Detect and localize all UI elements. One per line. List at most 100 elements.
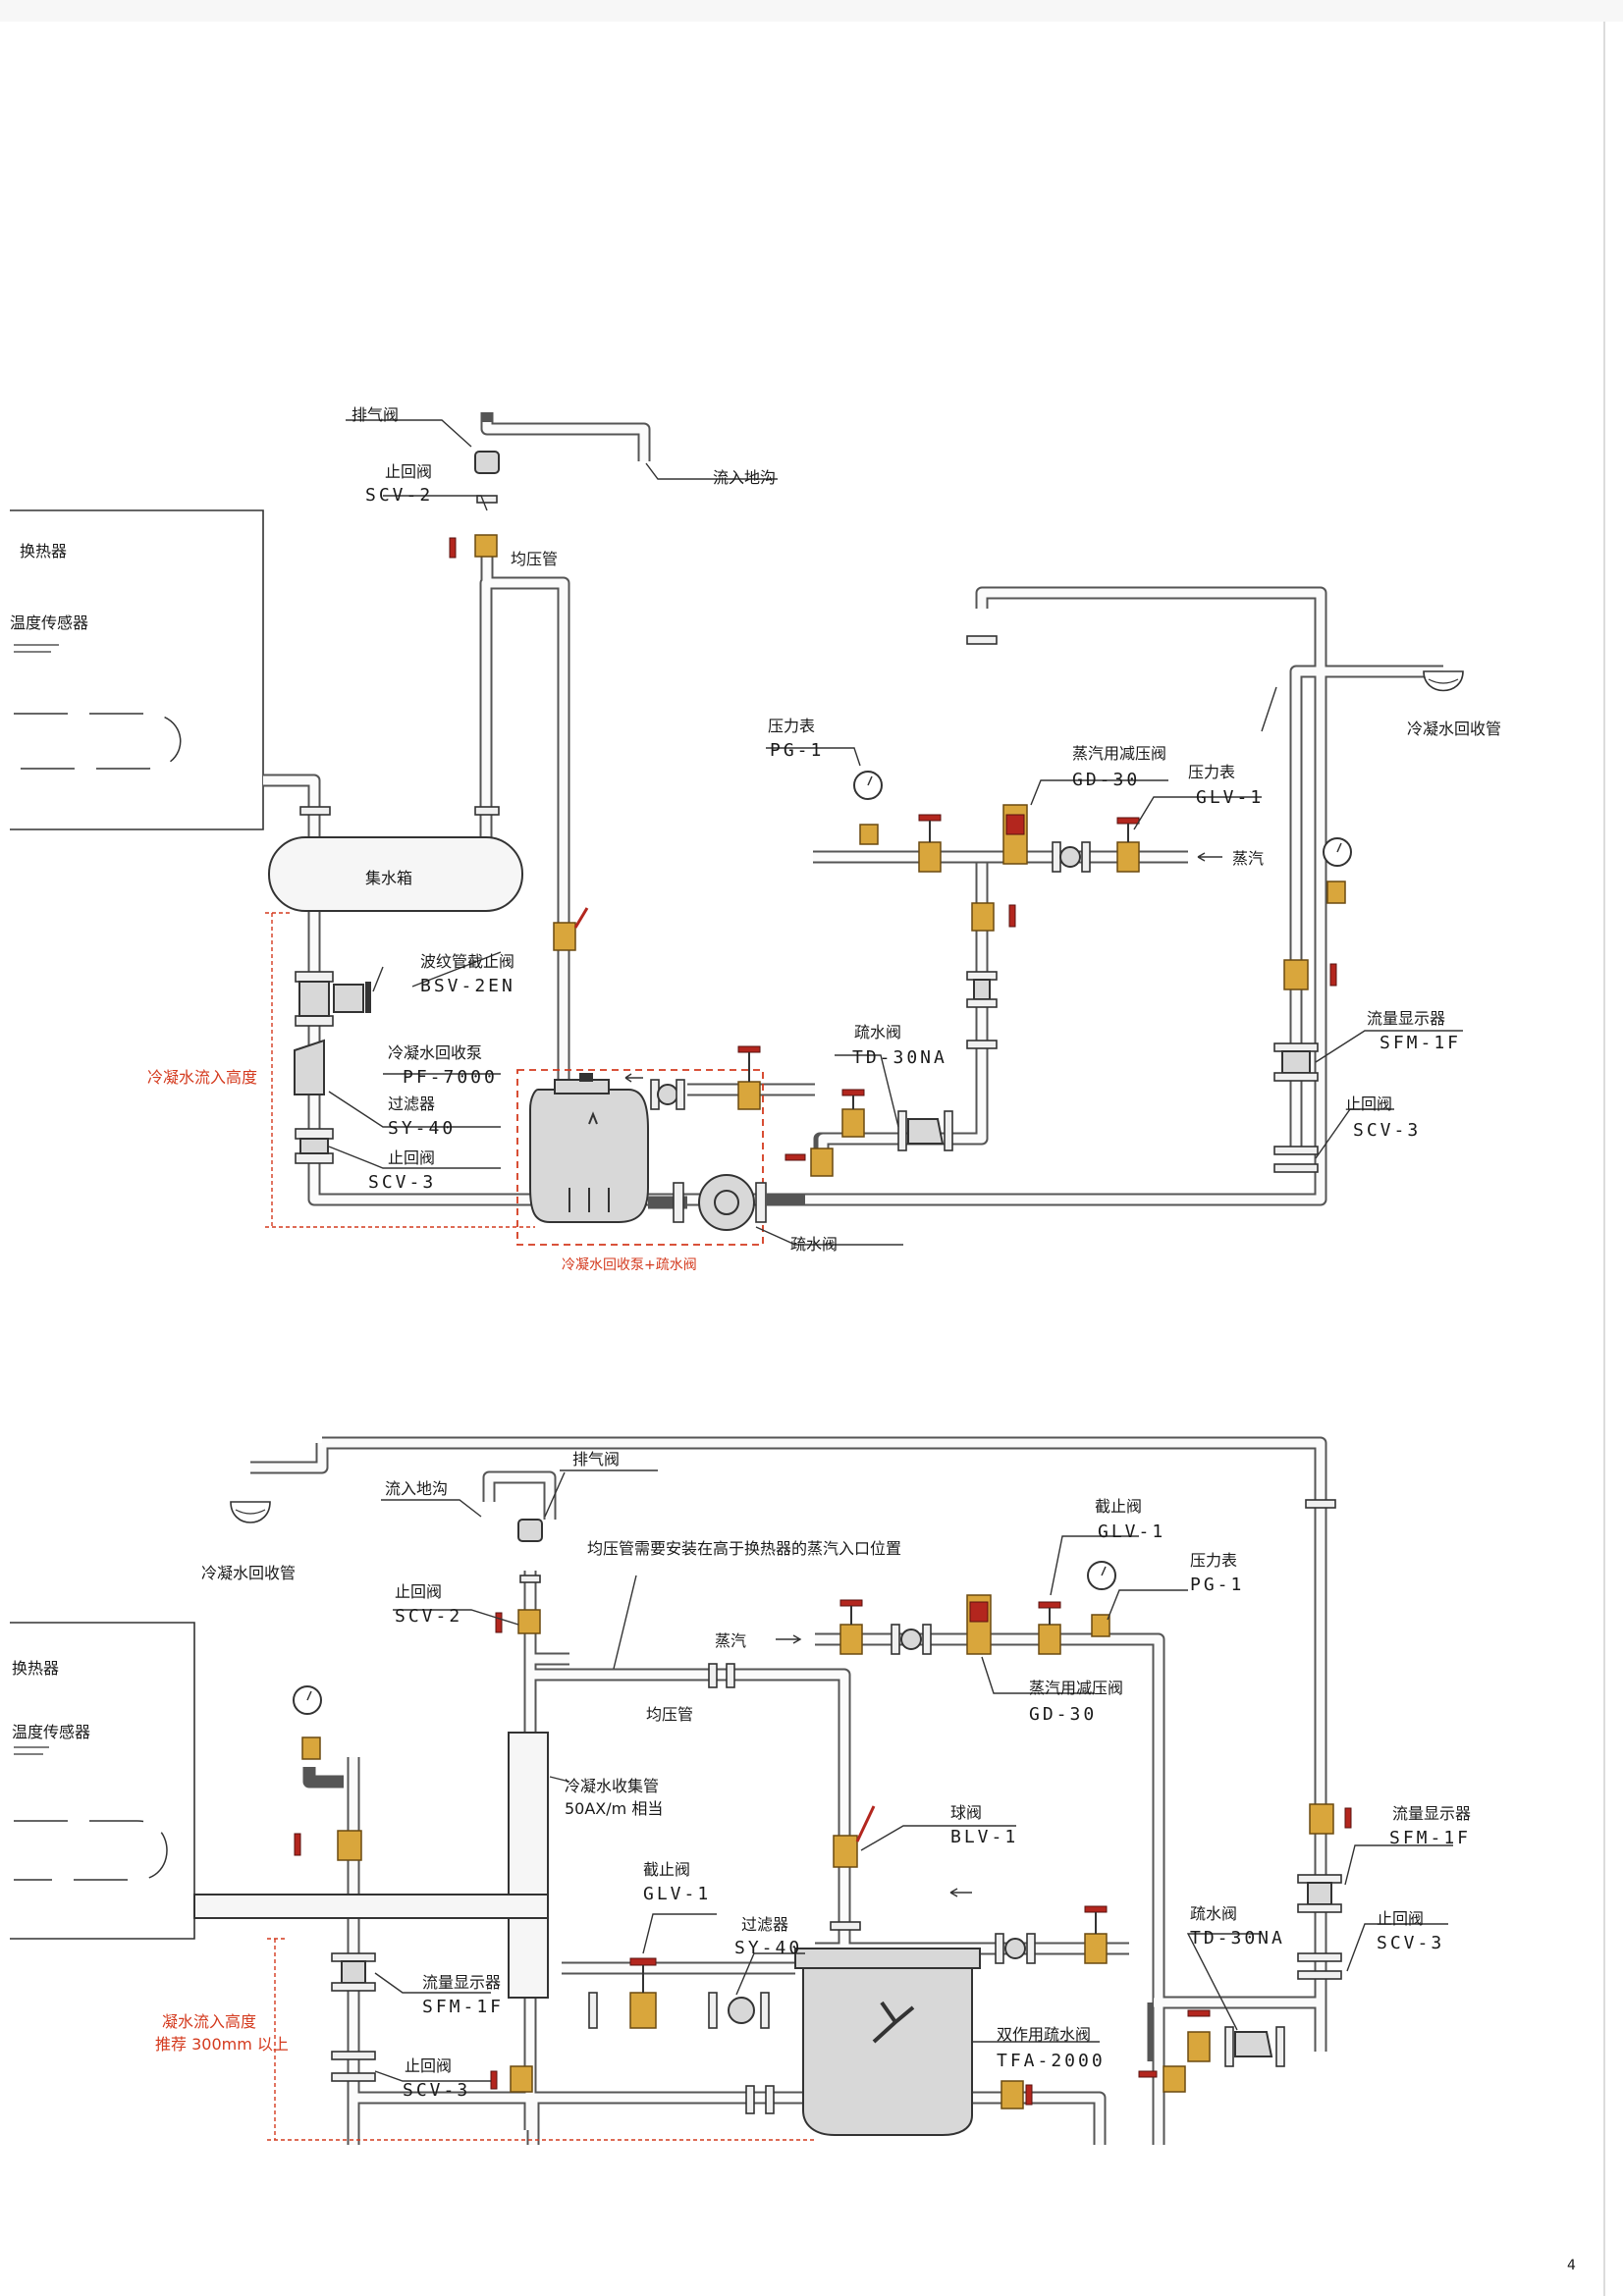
code-reducing-valve: GD-30: [1072, 770, 1140, 790]
pump-inlet-valve: [737, 1081, 761, 1110]
label-pressure-gauge: 压力表: [768, 717, 815, 735]
outlet-header: [193, 1894, 549, 1919]
code-check-valve-a: SCV-2: [395, 1606, 462, 1627]
flow-arrow: [949, 1888, 972, 1897]
label-check-valve-a: 止回阀: [385, 462, 432, 481]
ball-valve-blv1: [833, 1835, 858, 1868]
steam-arrow: [776, 1634, 802, 1644]
flange: [673, 1182, 684, 1223]
label-equalizing-pipe: 均压管: [646, 1705, 693, 1724]
globe-valve-glv1: [1116, 841, 1140, 873]
trap-inlet-valve: [1084, 1933, 1108, 1964]
label-collector: 集水箱: [365, 869, 412, 887]
label-condensate-return: 冷凝水回收管: [201, 1564, 296, 1582]
label-ball-valve: 球阀: [950, 1803, 982, 1822]
stop-valve-glv1: [629, 1992, 657, 2029]
check-valve-scv2: [474, 534, 498, 558]
left-globe-valve: [337, 1830, 362, 1861]
label-pressure-gauge: 压力表: [1190, 1551, 1237, 1570]
label-inflow-height-2: 推荐 300mm 以上: [155, 2035, 289, 2054]
gauge-cock: [301, 1736, 321, 1760]
flange: [755, 1182, 767, 1223]
code-check-valve-b: SCV-3: [403, 2080, 470, 2101]
label-temp-sensor: 温度传感器: [10, 614, 88, 632]
code-pressure-gauge: PG-1: [1190, 1575, 1244, 1595]
handwheel: [784, 1153, 806, 1161]
top-leaders: [328, 419, 1463, 1246]
vent-valve: [449, 451, 500, 559]
label-equalizing-note: 均压管需要安装在高于换热器的蒸汽入口位置: [587, 1539, 901, 1558]
code-pressure-gauge: PG-1: [770, 740, 824, 761]
label-exhaust-valve: 排气阀: [572, 1450, 620, 1468]
outlet-drain-valve: [1001, 2080, 1024, 2109]
bottom-diagram: 排气阀 流入地沟 冷凝水回收管 均压管需要安装在高于换热器的蒸汽入口位置 止回阀…: [10, 1436, 1471, 2145]
strainer-sy40: [728, 1997, 755, 2024]
code-stop-valve-top: GLV-1: [1098, 1522, 1165, 1542]
label-bellows-valve: 波纹管截止阀: [420, 952, 514, 971]
flange: [474, 806, 500, 816]
pump-pf7000: [529, 1089, 649, 1223]
label-inflow-height: 冷凝水流入高度: [147, 1068, 257, 1087]
vent-valve: [517, 1519, 543, 1542]
check-valve-scv2: [517, 1609, 541, 1634]
flange: [295, 1152, 334, 1164]
flange: [295, 971, 334, 983]
trap-td30na: [1234, 2031, 1273, 2057]
code-flow-indicator-right: SFM-1F: [1389, 1828, 1471, 1848]
gauge-cock: [859, 824, 879, 845]
dual-trap-lid: [794, 1948, 981, 1969]
label-heat-exchanger: 换热器: [12, 1659, 59, 1678]
label-trap: 疏水阀: [1190, 1904, 1237, 1923]
label-check-valve-right: 止回阀: [1377, 1909, 1424, 1928]
page-number: 4: [1567, 2258, 1576, 2273]
label-strainer: 过滤器: [388, 1095, 435, 1113]
label-inflow-height-1: 凝水流入高度: [162, 2012, 256, 2031]
code-bellows-valve: BSV-2EN: [420, 976, 515, 996]
handwheel: [1008, 904, 1016, 928]
label-steam: 蒸汽: [1232, 849, 1264, 868]
pump-top-cap: [554, 1079, 610, 1095]
code-flow-indicator: SFM-1F: [1380, 1033, 1461, 1053]
handwheel: [841, 1089, 865, 1096]
heat-exchanger-box: [10, 509, 264, 830]
bellows-valve-body: [298, 981, 330, 1017]
label-equalizing-pipe: 均压管: [511, 550, 558, 568]
label-heat-exchanger: 换热器: [20, 542, 67, 561]
handwheel: [1344, 1807, 1352, 1829]
trap-bypass-valve: [841, 1108, 865, 1138]
ball-valve-lever: [855, 1805, 876, 1842]
flow-indicator-right: [1307, 1882, 1332, 1905]
handwheel: [490, 2070, 498, 2090]
flange: [295, 1128, 334, 1140]
pump-top-nub: [579, 1073, 593, 1082]
check-valve-scv3: [299, 1138, 329, 1154]
label-globe-valve: 压力表: [1188, 763, 1235, 781]
label-collector-pipe: 冷凝水收集管: [565, 1777, 659, 1795]
handwheel: [1025, 2084, 1033, 2106]
dual-trap-logo: [872, 2001, 915, 2044]
label-check-valve-c: 止回阀: [1345, 1095, 1392, 1113]
flange: [299, 806, 331, 816]
label-exhaust-valve: 排气阀: [352, 405, 399, 424]
gauge-cock: [1326, 881, 1346, 904]
steam-arrow: [1197, 852, 1222, 862]
globe-valve: [918, 841, 942, 873]
handwheel: [294, 1833, 301, 1856]
handwheel: [1187, 2009, 1211, 2017]
pump-trap-dashed-frame: [516, 1069, 764, 1246]
code-trap: TD-30NA: [852, 1047, 947, 1068]
handwheel: [1038, 1601, 1061, 1609]
label-reducing-valve: 蒸汽用减压阀: [1072, 744, 1166, 763]
code-check-valve-right: SCV-3: [1377, 1933, 1444, 1953]
label-check-valve-a: 止回阀: [395, 1582, 442, 1601]
label-trap: 疏水阀: [854, 1023, 901, 1041]
ball-valve-lever: [573, 907, 589, 929]
code-check-valve-a: SCV-2: [365, 485, 433, 506]
drain-valve: [810, 1148, 834, 1177]
label-strainer: 过滤器: [741, 1915, 788, 1934]
steam-globe-valve: [839, 1624, 863, 1655]
handwheel: [1084, 1905, 1108, 1913]
dual-trap-tfa2000: [802, 1962, 973, 2136]
code-strainer: SY-40: [388, 1118, 456, 1139]
